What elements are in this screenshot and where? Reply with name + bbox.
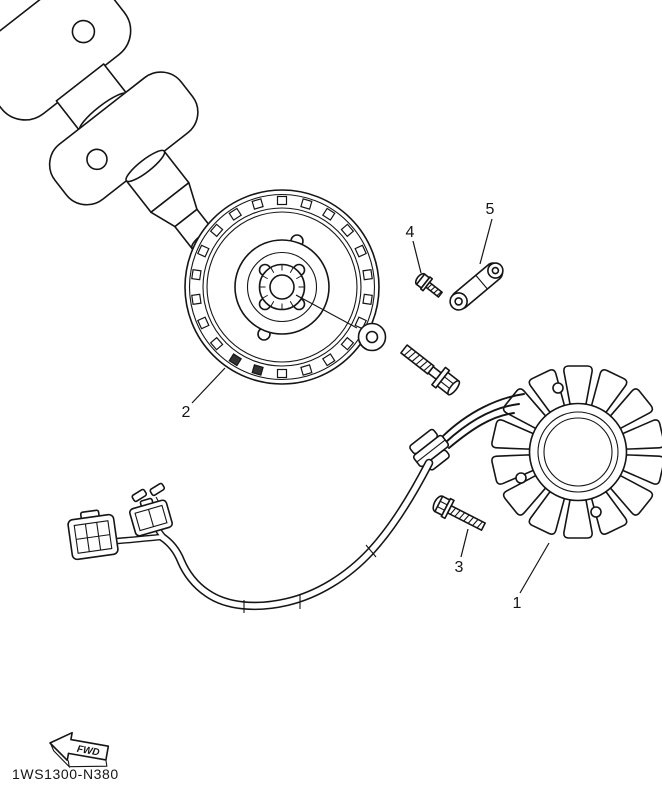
connector-small	[129, 497, 173, 537]
rotor-bolt-drawing	[400, 344, 461, 396]
flywheel-rotor-drawing	[184, 189, 380, 385]
stator-coil-teeth	[491, 365, 662, 539]
assembly-axis-line	[295, 294, 358, 329]
callout-3-leader	[460, 528, 469, 558]
callout-1-leader	[519, 542, 550, 594]
rotor-spline-teeth	[259, 264, 305, 310]
pickup-bolt-drawing	[414, 272, 443, 298]
stator-lead-wires	[442, 393, 525, 449]
callout-1-label: 1	[513, 595, 522, 612]
callout-3-label: 3	[455, 559, 464, 576]
callout-4-label: 4	[406, 224, 415, 241]
stator-drawing	[491, 365, 662, 539]
callout-5-label: 5	[486, 201, 495, 218]
fwd-arrow: FWD	[49, 731, 110, 769]
terminal-connectors	[131, 482, 166, 513]
pickup-coil-drawing	[449, 262, 504, 311]
crankshaft-drawing	[0, 0, 216, 251]
callout-2-leader	[191, 367, 226, 404]
stator-bolt-drawing	[432, 495, 486, 531]
callout-4-leader	[412, 240, 422, 274]
connector-large	[67, 509, 119, 561]
wire-harness-cable	[113, 458, 434, 613]
callout-5-leader	[479, 218, 493, 265]
rotor-magnet-slots	[191, 195, 373, 379]
callout-2-label: 2	[182, 404, 191, 421]
fwd-label: FWD	[76, 744, 100, 759]
washer-drawing	[357, 322, 387, 352]
part-code-label: 1WS1300-N380	[12, 766, 119, 782]
